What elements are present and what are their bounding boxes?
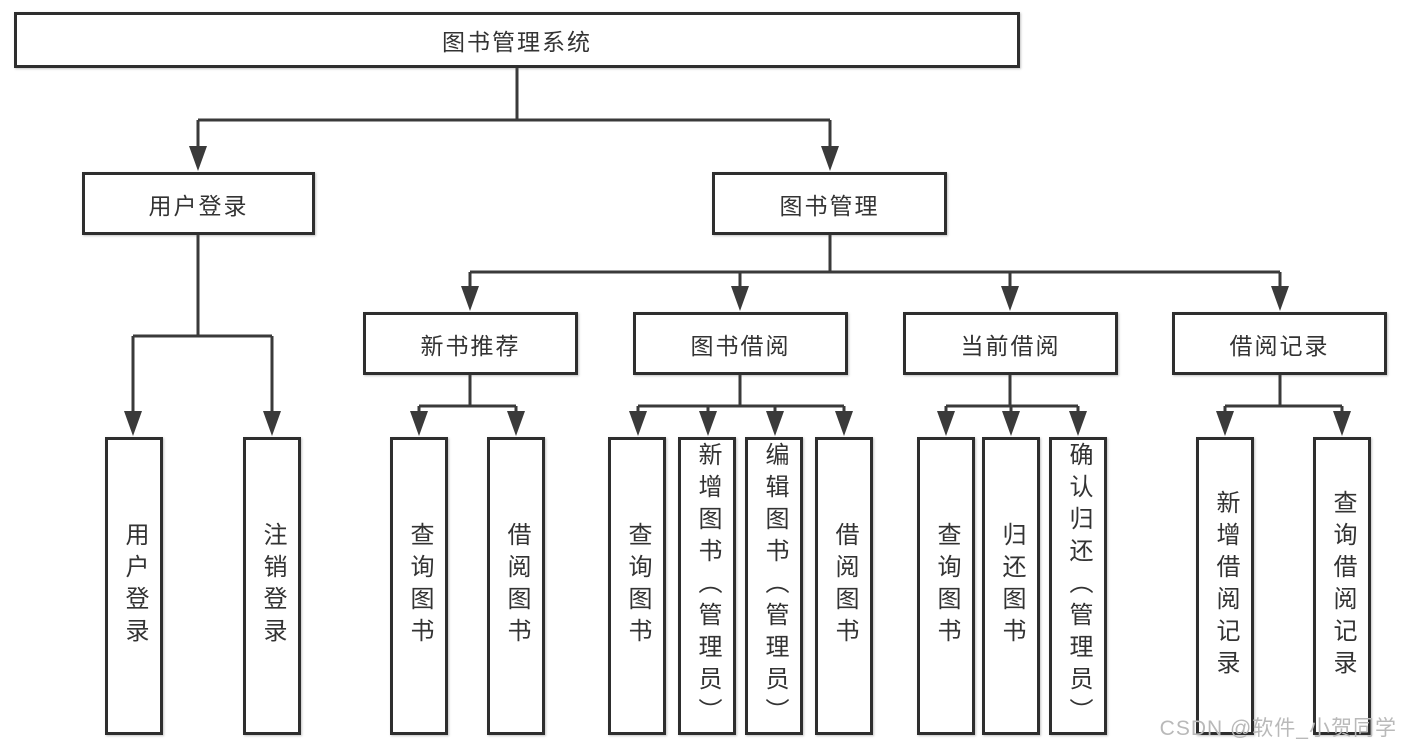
node-label: 图书管理系统 <box>442 29 592 55</box>
arrow-down-icon <box>1271 286 1289 311</box>
node-label: 确认归还（管理员） <box>1065 442 1092 730</box>
node-label: 用户登录 <box>121 522 148 650</box>
leaf-add-books-admin: 新增图书（管理员） <box>678 437 736 735</box>
node-book-management: 图书管理 <box>712 172 947 235</box>
node-label: 用户登录 <box>148 192 249 219</box>
leaf-borrow-books: 借阅图书 <box>487 437 545 735</box>
node-label: 借阅图书 <box>831 522 858 650</box>
arrow-down-icon <box>263 411 281 436</box>
leaf-user-login: 用户登录 <box>105 437 163 735</box>
node-label: 归还图书 <box>998 522 1025 650</box>
node-label: 编辑图书（管理员） <box>761 442 788 730</box>
leaf-add-borrow-record: 新增借阅记录 <box>1196 437 1254 735</box>
node-library-system-root: 图书管理系统 <box>14 12 1020 68</box>
node-label: 当前借阅 <box>960 332 1061 359</box>
node-label: 图书借阅 <box>690 332 791 359</box>
leaf-confirm-return-admin: 确认归还（管理员） <box>1049 437 1107 735</box>
arrow-down-icon <box>731 286 749 311</box>
arrow-down-icon <box>461 286 479 311</box>
arrow-down-icon <box>629 411 647 436</box>
arrow-down-icon <box>189 146 207 171</box>
node-user-login: 用户登录 <box>82 172 315 235</box>
arrow-down-icon <box>821 146 839 171</box>
node-current-borrow: 当前借阅 <box>903 312 1118 375</box>
node-label: 注销登录 <box>259 522 286 650</box>
connector-line <box>131 68 1344 415</box>
node-borrow-records: 借阅记录 <box>1172 312 1387 375</box>
node-label: 借阅图书 <box>503 522 530 650</box>
node-book-borrow: 图书借阅 <box>633 312 848 375</box>
arrow-down-icon <box>766 411 784 436</box>
leaf-query-books: 查询图书 <box>390 437 448 735</box>
node-label: 新增图书（管理员） <box>694 442 721 730</box>
arrow-down-icon <box>1002 411 1020 436</box>
node-label: 查询图书 <box>406 522 433 650</box>
leaf-query-books: 查询图书 <box>917 437 975 735</box>
node-label: 查询图书 <box>933 522 960 650</box>
leaf-query-books: 查询图书 <box>608 437 666 735</box>
leaf-logout: 注销登录 <box>243 437 301 735</box>
node-label: 查询借阅记录 <box>1329 490 1356 682</box>
node-label: 新增借阅记录 <box>1212 490 1239 682</box>
arrow-down-icon <box>410 411 428 436</box>
node-label: 查询图书 <box>624 522 651 650</box>
leaf-edit-books-admin: 编辑图书（管理员） <box>745 437 803 735</box>
node-label: 借阅记录 <box>1229 332 1330 359</box>
leaf-return-books: 归还图书 <box>982 437 1040 735</box>
arrow-down-icon <box>699 411 717 436</box>
arrow-down-icon <box>1216 411 1234 436</box>
node-new-book-recommend: 新书推荐 <box>363 312 578 375</box>
node-label: 图书管理 <box>779 192 880 219</box>
arrow-down-icon <box>1333 411 1351 436</box>
node-label: 新书推荐 <box>420 332 521 359</box>
arrow-down-icon <box>507 411 525 436</box>
arrow-down-icon <box>937 411 955 436</box>
arrow-down-icon <box>1001 286 1019 311</box>
arrow-down-icon <box>835 411 853 436</box>
arrow-down-icon <box>124 411 142 436</box>
leaf-borrow-books: 借阅图书 <box>815 437 873 735</box>
arrow-down-icon <box>1069 411 1087 436</box>
leaf-query-borrow-record: 查询借阅记录 <box>1313 437 1371 735</box>
